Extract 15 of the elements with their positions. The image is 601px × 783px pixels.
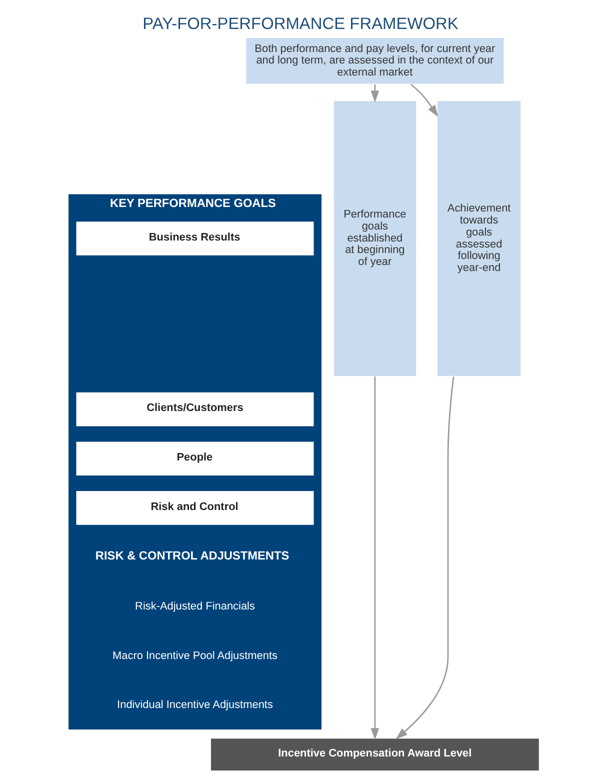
node-box: Business Results [76,222,314,256]
node-box: Performance goals established at beginning of year [332,100,417,377]
node-box: Clients/Customers [76,392,314,426]
node-box: Achievement towards goals assessed following year-end [436,100,522,377]
arrow [370,376,380,740]
node-box: Both performance and pay levels, for current year and long term, are assessed in the context of our external market [245,37,505,85]
arrow [396,376,454,740]
node-box: Incentive Compensation Award Level [210,738,540,772]
label: Risk-Adjusted Financials [135,600,255,612]
diagram-title: PAY-FOR-PERFORMANCE FRAMEWORK [142,14,458,33]
arrow [410,84,438,118]
label: Individual Incentive Adjustments [117,699,273,712]
node-box: Risk and Control [76,491,314,525]
label: Macro Incentive Pool Adjustments [112,650,278,662]
node-box: People [76,442,314,476]
